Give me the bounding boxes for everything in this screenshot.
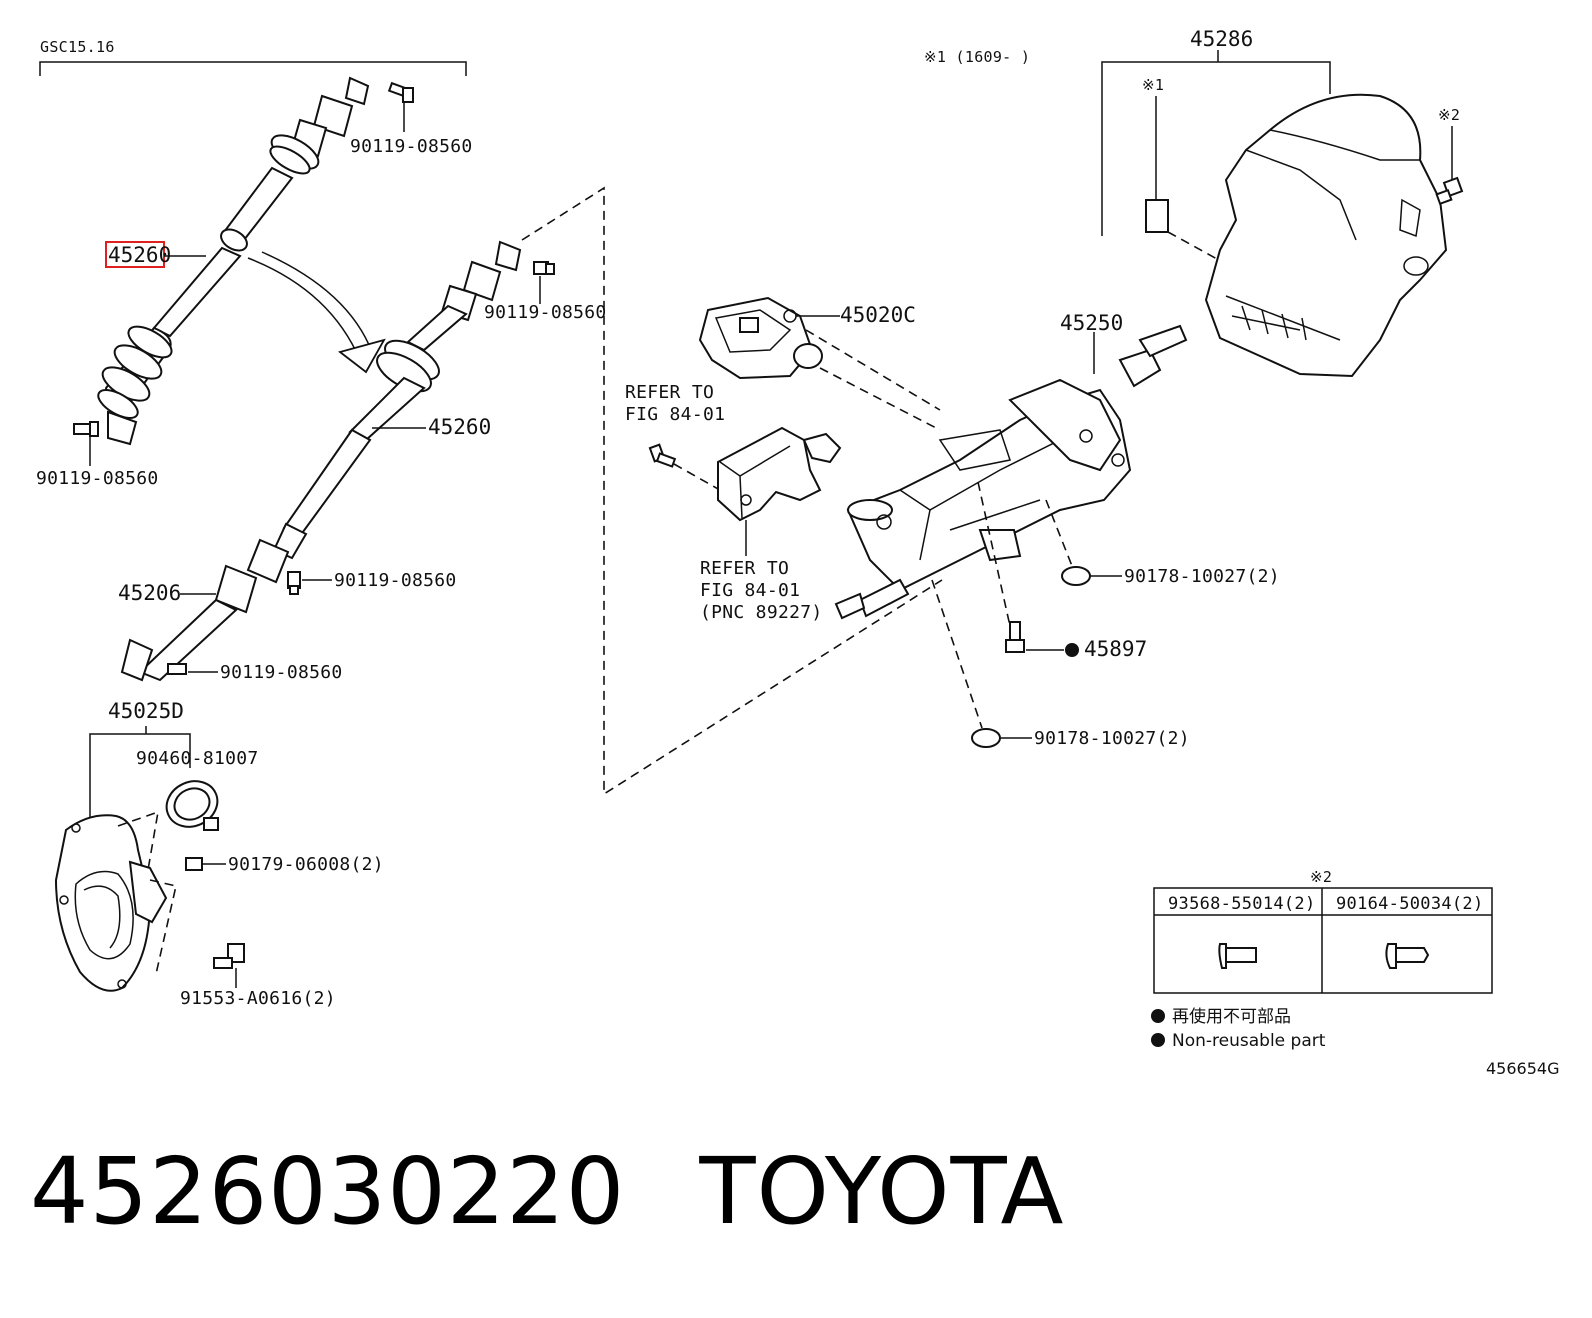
- steering-column-icon: [834, 324, 1188, 620]
- callout-90119-left[interactable]: 90119-08560: [36, 468, 159, 489]
- callout-45020C[interactable]: 45020C: [840, 303, 916, 327]
- nut-icon: [185, 857, 203, 871]
- callout-90179[interactable]: 90179-06008(2): [228, 854, 384, 875]
- bolt-icon: [648, 443, 677, 468]
- callout-90119-top[interactable]: 90119-08560: [350, 136, 473, 157]
- bracket-icon: [717, 426, 842, 522]
- callout-45250[interactable]: 45250: [1060, 311, 1123, 335]
- model-group-bracket: GSC15.16: [39, 38, 467, 76]
- refer-bottom-line2[interactable]: FIG 84-01: [700, 580, 800, 601]
- intermediate-shaft-exploded: [120, 240, 522, 682]
- screw-icon: [1435, 176, 1464, 206]
- model-code-label: GSC15.16: [40, 38, 115, 56]
- explode-arrow-icon: [247, 251, 386, 374]
- nut-icon: [971, 728, 1001, 748]
- note-1609: ※1 (1609- ): [924, 48, 1030, 66]
- callout-45260-exploded[interactable]: 45260: [428, 415, 491, 439]
- callout-90178-b[interactable]: 90178-10027(2): [1034, 728, 1190, 749]
- bolt-icon: [73, 421, 99, 437]
- legend-en: Non-reusable part: [1172, 1031, 1326, 1051]
- legend: 再使用不可部品 Non-reusable part: [1151, 1006, 1326, 1051]
- nut-icon: [1061, 566, 1091, 586]
- callout-45025D[interactable]: 45025D: [108, 699, 184, 723]
- illustration-id: 456654G: [1486, 1059, 1559, 1078]
- cover-clip-icon: [1145, 199, 1169, 233]
- mark-1: ※1: [1142, 76, 1164, 94]
- bolt-icon: [213, 943, 245, 969]
- seal-ring-icon: [165, 780, 219, 831]
- callout-90178-a[interactable]: 90178-10027(2): [1124, 566, 1280, 587]
- bolt-icon: [533, 261, 555, 275]
- column-cover-icon: [1204, 93, 1448, 378]
- intermediate-shaft-main: [97, 76, 370, 446]
- exploded-view-leader: [521, 186, 943, 796]
- bolt-icon: [1005, 621, 1025, 653]
- table-mark: ※2: [1310, 868, 1332, 886]
- legend-jp: 再使用不可部品: [1172, 1006, 1291, 1027]
- refer-bottom-line3[interactable]: (PNC 89227): [700, 602, 823, 623]
- selected-part-highlight: [105, 241, 165, 268]
- brand-name: TOYOTA: [699, 1138, 1065, 1245]
- part-number: 4526030220: [30, 1138, 626, 1245]
- callout-45897[interactable]: 45897: [1084, 637, 1147, 661]
- table-col-2: 90164-50034(2): [1336, 894, 1484, 914]
- steering-lock-icon: [698, 296, 823, 380]
- callout-45260-selected[interactable]: 45260: [108, 243, 171, 267]
- callout-91553[interactable]: 91553-A0616(2): [180, 988, 336, 1009]
- table-col-1: 93568-55014(2): [1168, 894, 1316, 914]
- refer-top-line2[interactable]: FIG 84-01: [625, 404, 725, 425]
- fastener-table: ※2 93568-55014(2) 90164-50034(2): [1153, 868, 1493, 994]
- callout-90119-joint[interactable]: 90119-08560: [334, 570, 457, 591]
- dust-boot-icon: [54, 814, 168, 992]
- bolt-icon: [167, 663, 187, 675]
- part-footer: 4526030220 TOYOTA: [30, 1138, 1065, 1248]
- bolt-icon: [387, 81, 414, 103]
- bolt-icon: [287, 571, 301, 595]
- refer-bottom-line1[interactable]: REFER TO: [700, 558, 789, 579]
- callout-90460[interactable]: 90460-81007: [136, 748, 259, 769]
- parts-diagram: GSC15.16 90119-08560 45260 90119-08560: [36, 27, 1559, 1078]
- mark-2-top: ※2: [1438, 106, 1460, 124]
- callout-45206[interactable]: 45206: [118, 581, 181, 605]
- clip-screw-icon: [1218, 943, 1257, 969]
- non-reusable-marker: [1065, 643, 1079, 657]
- pin-screw-icon: [1385, 943, 1430, 969]
- callout-90119-bottom[interactable]: 90119-08560: [220, 662, 343, 683]
- refer-top-line1[interactable]: REFER TO: [625, 382, 714, 403]
- callout-45286[interactable]: 45286: [1190, 27, 1253, 51]
- callout-90119-mid[interactable]: 90119-08560: [484, 302, 607, 323]
